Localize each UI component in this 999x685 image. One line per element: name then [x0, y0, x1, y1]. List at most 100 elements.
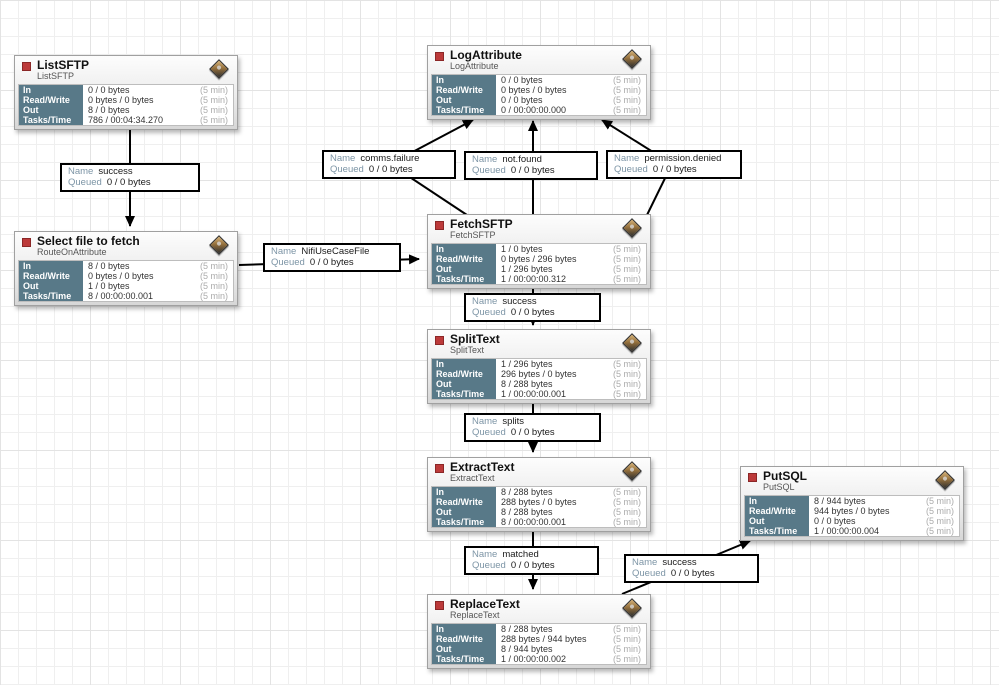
processor-select-file-to-fetch[interactable]: Select file to fetch RouteOnAttribute In…	[14, 231, 238, 306]
stat-value-read-write: 944 bytes / 0 bytes	[814, 506, 890, 516]
stat-value-read-write: 0 bytes / 296 bytes	[501, 254, 577, 264]
connection-queued-key: Queued	[472, 165, 506, 176]
connection-name-value: success	[502, 296, 537, 307]
stat-value-read-write: 296 bytes / 0 bytes	[501, 369, 577, 379]
stat-label-in: In	[432, 244, 496, 254]
stat-value-in: 0 / 0 bytes	[501, 75, 543, 85]
connection-name-value: success	[98, 166, 133, 177]
stat-value-out: 8 / 0 bytes	[88, 105, 130, 115]
connection-name-value: matched	[502, 549, 539, 560]
connection-label-success-2[interactable]: Name success Queued 0 / 0 bytes	[464, 293, 601, 322]
stat-label-read-write: Read/Write	[745, 506, 809, 516]
connection-name-key: Name	[632, 557, 658, 568]
stat-window: (5 min)	[612, 389, 641, 399]
stat-value-tasks-time: 0 / 00:00:00.000	[501, 105, 567, 115]
stat-label-out: Out	[432, 379, 496, 389]
stat-window: (5 min)	[612, 85, 641, 95]
stat-label-tasks-time: Tasks/Time	[432, 274, 496, 284]
stat-window: (5 min)	[199, 271, 228, 281]
stat-label-out: Out	[432, 264, 496, 274]
stat-window: (5 min)	[612, 75, 641, 85]
stopped-icon	[435, 221, 444, 230]
stat-window: (5 min)	[612, 359, 641, 369]
stat-window: (5 min)	[612, 379, 641, 389]
stat-window: (5 min)	[612, 517, 641, 527]
processor-type: ReplaceText	[450, 610, 500, 620]
stat-value-out: 1 / 296 bytes	[501, 264, 553, 274]
connection-queued-key: Queued	[472, 560, 506, 571]
stat-value-in: 8 / 288 bytes	[501, 487, 553, 497]
connection-queued-value: 0 / 0 bytes	[510, 307, 555, 318]
stat-label-in: In	[432, 359, 496, 369]
stat-window: (5 min)	[612, 487, 641, 497]
stat-window: (5 min)	[612, 105, 641, 115]
processor-title: ExtractText	[450, 460, 515, 474]
stopped-icon	[22, 238, 31, 247]
processor-title: Select file to fetch	[37, 234, 140, 248]
stat-value-read-write: 288 bytes / 944 bytes	[501, 634, 587, 644]
stat-label-in: In	[19, 261, 83, 271]
stat-window: (5 min)	[199, 105, 228, 115]
connection-queued-value: 0 / 0 bytes	[106, 177, 151, 188]
connection-name-value: success	[662, 557, 697, 568]
processor-type: SplitText	[450, 345, 485, 355]
connection-name-key: Name	[472, 296, 498, 307]
connection-queued-key: Queued	[472, 307, 506, 318]
stat-value-in: 1 / 296 bytes	[501, 359, 553, 369]
stat-row: In 1 / 296 bytes (5 min)	[432, 359, 646, 369]
stopped-icon	[435, 336, 444, 345]
connection-name-value: not.found	[502, 154, 542, 165]
processor-type: ListSFTP	[37, 71, 75, 81]
connection-queued-value: 0 / 0 bytes	[510, 427, 555, 438]
stat-label-in: In	[19, 85, 83, 95]
connection-queued-key: Queued	[68, 177, 102, 188]
stat-window: (5 min)	[612, 254, 641, 264]
processor-type: LogAttribute	[450, 61, 499, 71]
connection-queued-value: 0 / 0 bytes	[670, 568, 715, 579]
stopped-icon	[435, 464, 444, 473]
stat-value-read-write: 0 bytes / 0 bytes	[88, 271, 154, 281]
stat-label-in: In	[432, 75, 496, 85]
stat-label-in: In	[432, 624, 496, 634]
stopped-icon	[748, 473, 757, 482]
processor-header: ReplaceText ReplaceText	[428, 595, 650, 621]
stat-value-in: 8 / 0 bytes	[88, 261, 130, 271]
stat-value-in: 8 / 288 bytes	[501, 624, 553, 634]
stat-window: (5 min)	[199, 281, 228, 291]
processor-title: FetchSFTP	[450, 217, 513, 231]
stat-value-tasks-time: 8 / 00:00:00.001	[501, 517, 567, 527]
connection-name-value: splits	[502, 416, 524, 427]
